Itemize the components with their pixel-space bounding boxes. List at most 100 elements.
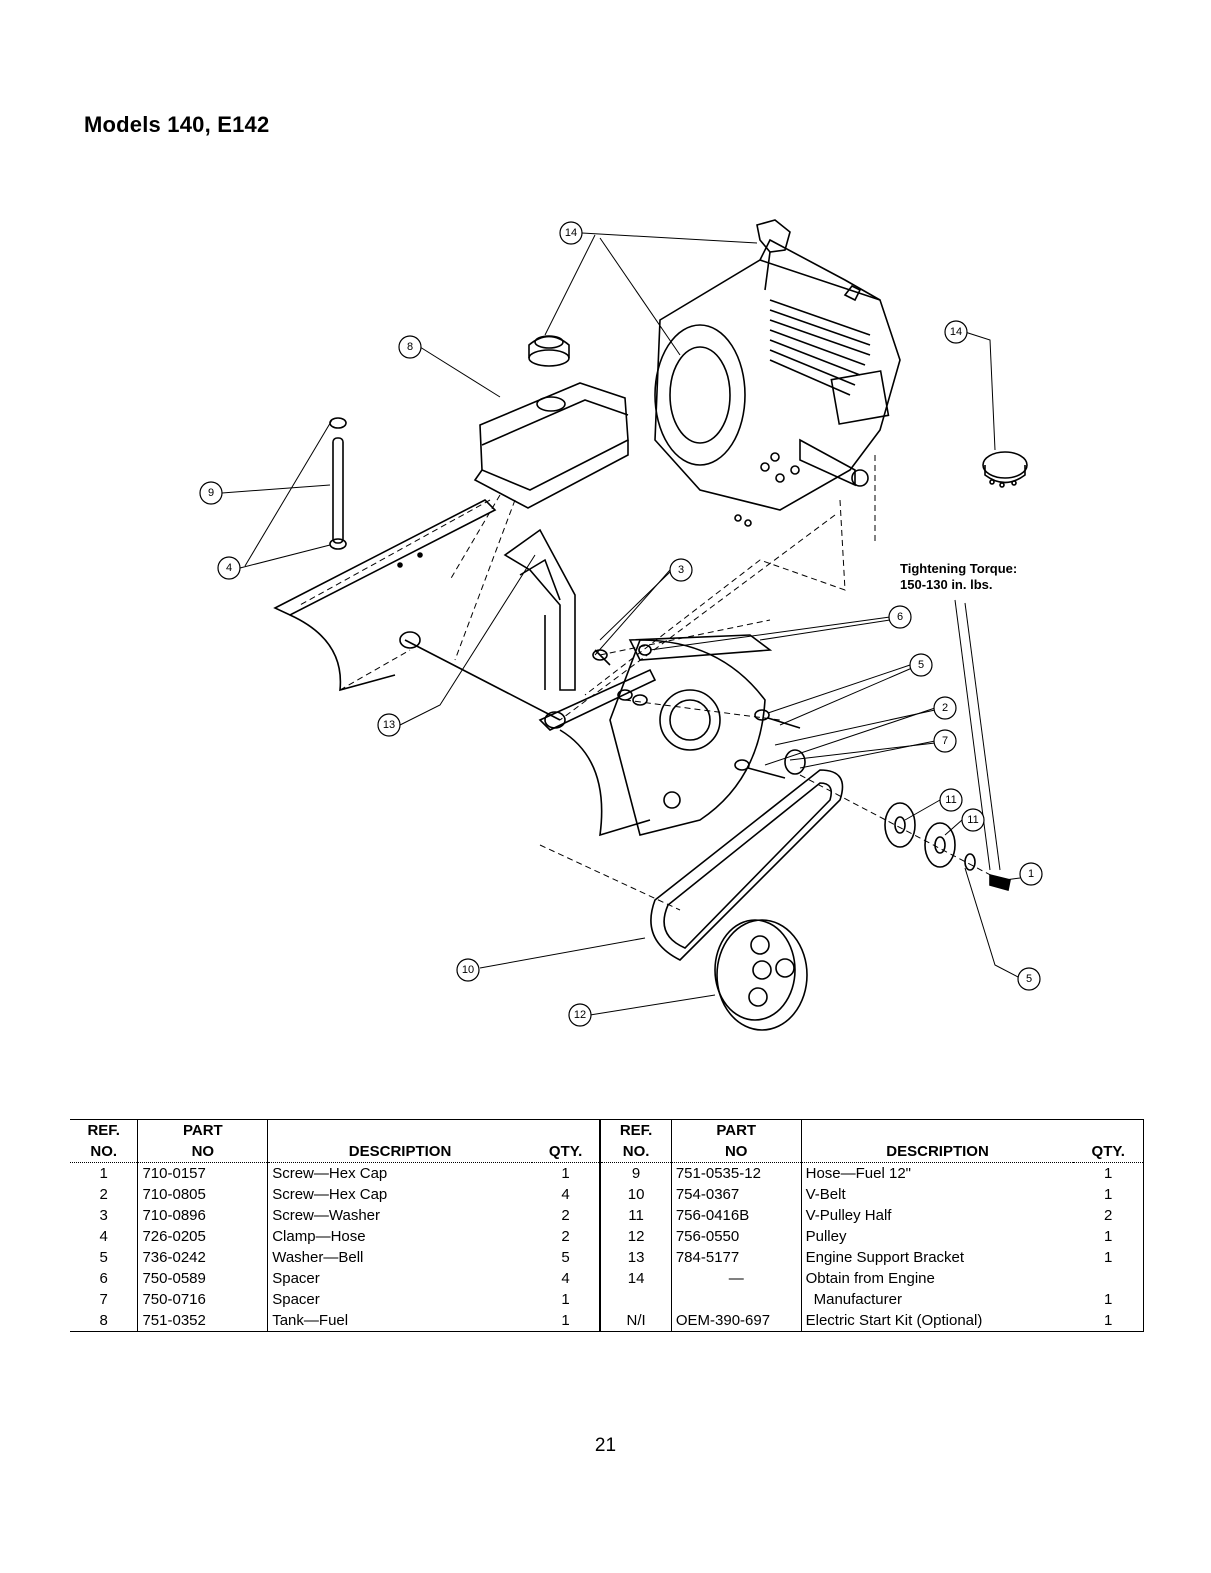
description-cell: Screw—Washer	[267, 1205, 532, 1226]
ref-cell: 1	[99, 1165, 108, 1182]
qty-cell: 1	[1073, 1226, 1145, 1247]
part-cell: 736-0242	[137, 1247, 268, 1268]
part-cell: 756-0550	[670, 1226, 802, 1247]
ref-cell: 12	[599, 1226, 672, 1247]
part-cell: OEM-390-697	[670, 1310, 802, 1332]
part-cell: 784-5177	[670, 1247, 802, 1268]
v-belt-illustration	[650, 769, 844, 961]
qty-cell: 2	[561, 1207, 570, 1224]
table-row: 2 710-0805 Screw—Hex Cap 4 10 754-0367 V…	[70, 1184, 1145, 1205]
header-qty: QTY.	[531, 1141, 601, 1163]
callout-label: 12	[574, 1009, 586, 1021]
ref-cell: 13	[599, 1247, 672, 1268]
ref-cell: 14	[599, 1268, 672, 1289]
starter-handle-illustration	[756, 219, 791, 291]
header-part-top: PART	[137, 1119, 268, 1141]
header-ref-top: REF.	[599, 1119, 672, 1141]
table-row: 4 726-0205 Clamp—Hose 2 12 756-0550 Pull…	[70, 1226, 1145, 1247]
ref-cell: 10	[599, 1184, 672, 1205]
callout-label: 6	[897, 611, 903, 623]
part-cell: 751-0352	[137, 1310, 268, 1332]
ref-cell: 6	[99, 1270, 108, 1287]
callout-label: 10	[462, 964, 474, 976]
callout-label: 3	[678, 564, 684, 576]
description-cell: Spacer	[267, 1289, 532, 1310]
callout-label: 5	[918, 659, 924, 671]
part-cell: 751-0535-12	[670, 1162, 802, 1184]
callout-label: 11	[945, 794, 956, 806]
qty-cell: 4	[561, 1186, 570, 1203]
parts-list-table: REF. PART REF. PART NO. NO DESCRIPTION Q…	[70, 1119, 1145, 1332]
header-part-bottom: NO	[670, 1141, 802, 1163]
table-row: 3 710-0896 Screw—Washer 2 11 756-0416B V…	[70, 1205, 1145, 1226]
qty-cell: 4	[561, 1270, 570, 1287]
header-part-bottom: NO	[137, 1141, 268, 1163]
header-qty: QTY.	[1073, 1141, 1145, 1163]
callout-label: 2	[942, 702, 948, 714]
ref-cell: N/I	[599, 1310, 672, 1332]
part-cell: 750-0589	[137, 1268, 268, 1289]
callout-label: 4	[226, 562, 232, 574]
description-cell: Obtain from Engine	[800, 1268, 1074, 1289]
ref-cell: 3	[99, 1207, 108, 1224]
callout-label: 1	[1028, 868, 1034, 880]
qty-cell	[1073, 1268, 1145, 1289]
callout-label: 14	[565, 227, 577, 239]
part-cell: 754-0367	[670, 1184, 802, 1205]
description-cell: Manufacturer	[800, 1289, 1074, 1310]
frame-illustration	[273, 499, 657, 837]
part-cell: 710-0896	[137, 1205, 268, 1226]
description-cell: Spacer	[267, 1268, 532, 1289]
description-cell: Washer—Bell	[267, 1247, 532, 1268]
qty-cell: 1	[1073, 1247, 1145, 1268]
table-row: 8 751-0352 Tank—Fuel 1 N/I OEM-390-697 E…	[70, 1310, 1145, 1332]
part-cell: 710-0805	[137, 1184, 268, 1205]
header-part-top: PART	[670, 1119, 802, 1141]
callout-label: 7	[942, 735, 948, 747]
header-ref-bottom: NO.	[70, 1141, 138, 1163]
torque-note-line2: 150-130 in. lbs.	[900, 577, 993, 592]
fuel-cap-illustration	[528, 335, 570, 367]
ref-cell: 5	[99, 1249, 108, 1266]
qty-cell: 1	[1073, 1184, 1145, 1205]
ref-cell: 9	[599, 1162, 672, 1184]
part-cell: 750-0716	[137, 1289, 268, 1310]
header-description: DESCRIPTION	[267, 1141, 532, 1163]
table-row: 5 736-0242 Washer—Bell 5 13 784-5177 Eng…	[70, 1247, 1145, 1268]
callout-label: 8	[407, 341, 413, 353]
description-cell: Screw—Hex Cap	[267, 1162, 532, 1184]
description-cell: V-Belt	[800, 1184, 1074, 1205]
header-ref-top: REF.	[70, 1119, 138, 1141]
table-row: 7 750-0716 Spacer 1 Manufacturer 1	[70, 1289, 1145, 1310]
pulley-halves-illustration	[884, 802, 1011, 892]
qty-cell: 1	[531, 1310, 601, 1332]
part-cell: 710-0157	[137, 1162, 268, 1184]
description-cell: Pulley	[800, 1226, 1074, 1247]
description-cell: V-Pulley Half	[800, 1205, 1074, 1226]
description-cell: Tank—Fuel	[267, 1310, 532, 1332]
fuel-tank-illustration	[473, 382, 629, 509]
qty-cell: 1	[561, 1291, 570, 1308]
torque-note-line1: Tightening Torque:	[900, 561, 1018, 576]
description-cell: Clamp—Hose	[267, 1226, 532, 1247]
qty-cell: 2	[561, 1228, 570, 1245]
callout-label: 14	[950, 326, 962, 338]
qty-cell: 1	[1073, 1310, 1145, 1332]
ref-cell: 11	[599, 1205, 672, 1226]
page-number: 21	[594, 1435, 617, 1456]
engine-illustration	[654, 238, 901, 527]
header-description: DESCRIPTION	[800, 1141, 1074, 1163]
description-cell: Engine Support Bracket	[800, 1247, 1074, 1268]
qty-cell: 1	[561, 1165, 570, 1182]
ref-cell: 4	[99, 1228, 108, 1245]
page-title: Models 140, E142	[84, 112, 270, 137]
callout-label: 5	[1026, 973, 1032, 985]
description-cell: Screw—Hex Cap	[267, 1184, 532, 1205]
ref-cell: 7	[99, 1291, 108, 1308]
table-row: 6 750-0589 Spacer 4 14 — Obtain from Eng…	[70, 1268, 1145, 1289]
callout-label: 11	[967, 814, 978, 826]
qty-cell: 1	[1073, 1289, 1145, 1310]
pulley-illustration	[714, 919, 808, 1031]
description-cell: Electric Start Kit (Optional)	[800, 1310, 1074, 1332]
header-ref-bottom: NO.	[599, 1141, 672, 1163]
